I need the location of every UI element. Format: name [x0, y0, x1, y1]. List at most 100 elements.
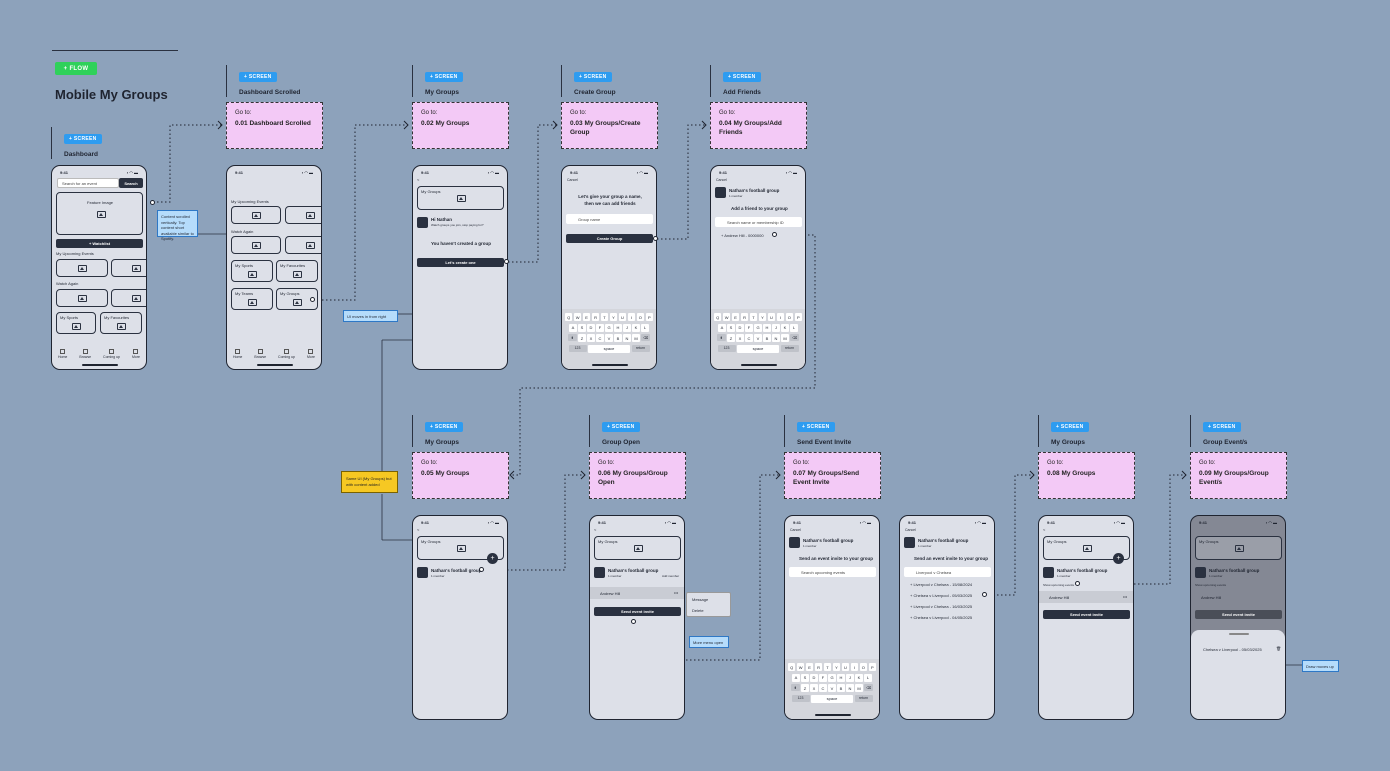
- event-card[interactable]: [285, 206, 321, 224]
- kb-key[interactable]: N: [623, 334, 631, 342]
- kb-key[interactable]: G: [754, 323, 762, 332]
- kb-key[interactable]: W: [722, 313, 731, 321]
- cancel-link[interactable]: Cancel: [905, 528, 916, 532]
- kb-key[interactable]: X: [810, 684, 818, 692]
- kb-key[interactable]: V: [828, 684, 836, 692]
- kb-key[interactable]: I: [627, 313, 636, 321]
- kb-shift-key[interactable]: ⬆: [567, 334, 577, 341]
- kb-delete-key[interactable]: ⌫: [790, 334, 800, 341]
- kb-key[interactable]: S: [801, 673, 809, 682]
- back-button[interactable]: <: [417, 527, 420, 532]
- cancel-link[interactable]: Cancel: [716, 178, 727, 182]
- kb-key[interactable]: G: [828, 673, 836, 682]
- kb-key[interactable]: W: [796, 663, 805, 671]
- kb-key[interactable]: F: [745, 323, 753, 332]
- kb-key[interactable]: Y: [832, 663, 841, 671]
- group-name[interactable]: Nathan's football group: [431, 568, 482, 573]
- kb-key[interactable]: V: [605, 334, 613, 342]
- add-group-button[interactable]: +: [1113, 553, 1124, 564]
- kb-delete-key[interactable]: ⌫: [864, 684, 874, 691]
- kb-key[interactable]: Z: [727, 334, 735, 342]
- kb-key[interactable]: E: [582, 313, 591, 321]
- goto-card[interactable]: Go to:0.03 My Groups/Create Group: [561, 102, 658, 149]
- send-invite-button[interactable]: Send event invite: [1043, 610, 1130, 619]
- kb-key[interactable]: Y: [758, 313, 767, 321]
- kb-key[interactable]: O: [636, 313, 645, 321]
- kb-key[interactable]: J: [623, 323, 631, 332]
- kb-key[interactable]: J: [772, 323, 780, 332]
- kb-key[interactable]: L: [864, 673, 872, 682]
- favourites-card[interactable]: My Favourites: [100, 312, 142, 334]
- member-row[interactable]: Andrew Hill •••: [1039, 591, 1133, 603]
- my-groups-card[interactable]: My Groups: [594, 536, 681, 560]
- kb-key[interactable]: H: [763, 323, 771, 332]
- goto-card[interactable]: Go to:0.09 My Groups/Group Event/s: [1190, 452, 1287, 499]
- add-group-button[interactable]: +: [487, 553, 498, 564]
- kb-key[interactable]: T: [823, 663, 832, 671]
- my-groups-card[interactable]: My Groups: [417, 186, 504, 210]
- goto-card[interactable]: Go to:0.01 Dashboard Scrolled: [226, 102, 323, 149]
- back-button[interactable]: <: [594, 527, 597, 532]
- kb-key[interactable]: K: [632, 323, 640, 332]
- feature-image-card[interactable]: Feature Image: [56, 192, 143, 235]
- kb-key[interactable]: O: [859, 663, 868, 671]
- event-card[interactable]: [111, 289, 146, 307]
- kb-key[interactable]: B: [763, 334, 771, 342]
- drawer-handle[interactable]: [1229, 633, 1249, 635]
- groups-card[interactable]: My Groups: [276, 288, 318, 310]
- kb-key[interactable]: E: [731, 313, 740, 321]
- kb-key[interactable]: R: [814, 663, 823, 671]
- cancel-link[interactable]: Cancel: [567, 178, 578, 182]
- kb-key[interactable]: F: [596, 323, 604, 332]
- friend-search-input[interactable]: Search name or membership ID: [715, 217, 802, 227]
- kb-key[interactable]: M: [632, 334, 640, 342]
- kb-key[interactable]: H: [837, 673, 845, 682]
- kb-key[interactable]: B: [614, 334, 622, 342]
- event-card[interactable]: [285, 236, 321, 254]
- add-member-link[interactable]: Add member: [662, 574, 680, 578]
- event-card[interactable]: [56, 289, 108, 307]
- kb-key[interactable]: D: [810, 673, 818, 682]
- kb-key[interactable]: Y: [609, 313, 618, 321]
- kb-key[interactable]: W: [573, 313, 582, 321]
- event-result[interactable]: + Chelsea v Liverpool - 04/05/2025: [910, 615, 973, 620]
- show-upcoming-link[interactable]: Show upcoming events: [1043, 583, 1075, 587]
- kb-key[interactable]: R: [740, 313, 749, 321]
- kb-key[interactable]: Q: [713, 313, 722, 321]
- watchlist-button[interactable]: + Watchlist: [56, 239, 143, 248]
- back-button[interactable]: <: [1043, 527, 1046, 532]
- kb-key[interactable]: A: [718, 323, 726, 332]
- kb-key[interactable]: U: [841, 663, 850, 671]
- kb-key[interactable]: H: [614, 323, 622, 332]
- kb-key[interactable]: D: [736, 323, 744, 332]
- kb-key[interactable]: A: [569, 323, 577, 332]
- kb-key[interactable]: R: [591, 313, 600, 321]
- my-groups-card[interactable]: My Groups: [417, 536, 504, 560]
- event-card[interactable]: [231, 236, 281, 254]
- event-card[interactable]: [56, 259, 108, 277]
- favourites-card[interactable]: My Favourites: [276, 260, 318, 282]
- kb-key[interactable]: Q: [787, 663, 796, 671]
- kb-key[interactable]: C: [745, 334, 753, 342]
- tab-coming-up[interactable]: Coming up: [278, 349, 295, 359]
- kb-key[interactable]: I: [850, 663, 859, 671]
- menu-delete[interactable]: Delete: [692, 608, 704, 613]
- kb-key[interactable]: K: [781, 323, 789, 332]
- kb-key[interactable]: Q: [564, 313, 573, 321]
- tab-browse[interactable]: Browse: [79, 349, 91, 359]
- kb-shift-key[interactable]: ⬆: [790, 684, 800, 691]
- kb-key[interactable]: B: [837, 684, 845, 692]
- kb-key[interactable]: L: [790, 323, 798, 332]
- kb-key[interactable]: G: [605, 323, 613, 332]
- kb-key[interactable]: P: [645, 313, 654, 321]
- cancel-link[interactable]: Cancel: [790, 528, 801, 532]
- event-result[interactable]: + Chelsea v Liverpool - 05/03/2025: [910, 593, 973, 598]
- teams-card[interactable]: My Teams: [231, 288, 273, 310]
- goto-card[interactable]: Go to:0.08 My Groups: [1038, 452, 1135, 499]
- kb-key[interactable]: S: [578, 323, 586, 332]
- tab-home[interactable]: Home: [58, 349, 67, 359]
- kb-key[interactable]: E: [805, 663, 814, 671]
- kb-key[interactable]: C: [596, 334, 604, 342]
